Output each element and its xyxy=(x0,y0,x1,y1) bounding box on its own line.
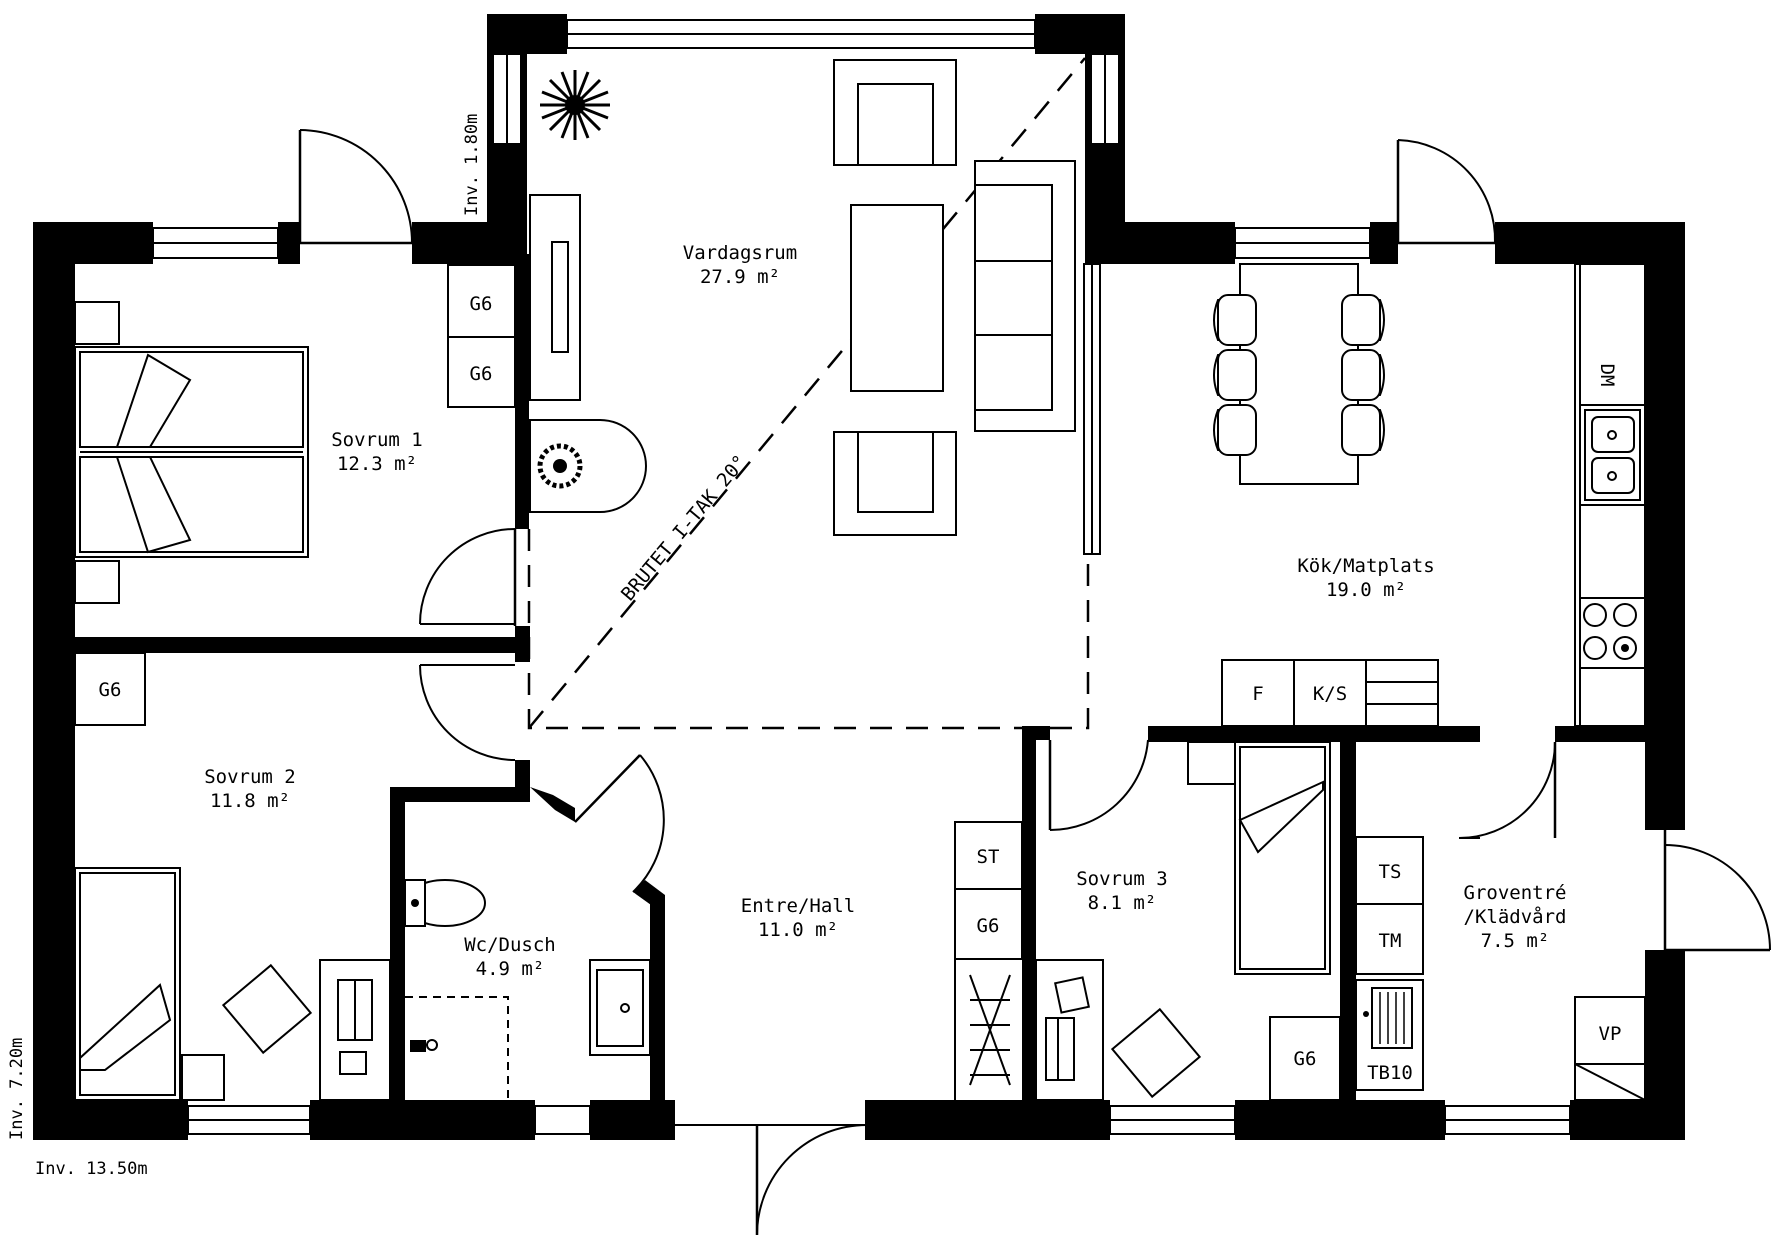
fixture-labels: G6 G6 G6 ST G6 F K/S DM TS TM TB10 G6 VP xyxy=(99,293,1622,1084)
fixture-vp: VP xyxy=(1599,1023,1622,1045)
room-labels: Vardagsrum 27.9 m² Sovrum 1 12.3 m² Sovr… xyxy=(204,242,1566,980)
living-furniture xyxy=(529,59,1101,555)
fireplace-icon xyxy=(529,419,647,513)
room-name-sovrum3: Sovrum 3 xyxy=(1076,868,1168,890)
room-area-kok: 19.0 m² xyxy=(1326,579,1406,601)
dimension-labels: Inv. 13.50m Inv. 7.20m Inv. 1.80m xyxy=(7,114,482,1179)
kitchen-furniture xyxy=(1213,263,1646,727)
room-area-sovrum2: 11.8 m² xyxy=(210,790,290,812)
fixture-g6-sovrum1-lower: G6 xyxy=(470,363,493,385)
plant-icon xyxy=(540,70,610,140)
wc-furniture xyxy=(404,879,651,1100)
fixture-g6-sovrum3: G6 xyxy=(1294,1048,1317,1070)
fixture-ks: K/S xyxy=(1313,683,1347,705)
dimension-bay: Inv. 1.80m xyxy=(462,114,482,216)
fixture-g6-sovrum2: G6 xyxy=(99,679,122,701)
fixture-ts: TS xyxy=(1379,861,1402,883)
room-name-wc: Wc/Dusch xyxy=(464,934,556,956)
exterior-walls xyxy=(33,14,1685,1140)
fixture-g6-sovrum1-upper: G6 xyxy=(470,293,493,315)
sink-icon xyxy=(1584,409,1641,501)
room-area-sovrum3: 8.1 m² xyxy=(1088,892,1157,914)
room-name-groventre: Groventré xyxy=(1464,882,1567,904)
room-area-hall: 11.0 m² xyxy=(758,919,838,941)
room-name-sovrum1: Sovrum 1 xyxy=(331,429,423,451)
sovrum1-furniture xyxy=(74,264,516,604)
fixture-tm: TM xyxy=(1379,930,1402,952)
room-name-sovrum2: Sovrum 2 xyxy=(204,766,296,788)
stove-icon xyxy=(1580,597,1645,669)
dimension-depth: Inv. 7.20m xyxy=(7,1038,27,1140)
room-area-sovrum1: 12.3 m² xyxy=(337,453,417,475)
room-area-wc: 4.9 m² xyxy=(476,958,545,980)
fixture-g6-hall: G6 xyxy=(977,915,1000,937)
dimension-width: Inv. 13.50m xyxy=(35,1159,148,1179)
sovrum3-furniture xyxy=(1035,741,1341,1101)
groventre-furniture xyxy=(1355,836,1646,1101)
fixture-st: ST xyxy=(977,846,1000,868)
fixture-tb10: TB10 xyxy=(1367,1062,1413,1084)
interior-walls xyxy=(75,254,1645,1100)
dining-chairs xyxy=(1213,294,1385,456)
room-name-groventre-line2: /Klädvård xyxy=(1464,905,1567,928)
room-name-vardagsrum: Vardagsrum xyxy=(683,242,797,264)
fixture-f: F xyxy=(1252,683,1263,705)
windows xyxy=(152,19,1571,1135)
interior-doors xyxy=(419,528,1557,893)
room-area-vardagsrum: 27.9 m² xyxy=(700,266,780,288)
room-name-kok: Kök/Matplats xyxy=(1297,555,1434,577)
sovrum2-furniture xyxy=(74,652,391,1101)
room-name-hall: Entre/Hall xyxy=(741,895,855,917)
room-area-groventre: 7.5 m² xyxy=(1481,930,1550,952)
exterior-doors xyxy=(298,129,1771,1236)
hall-furniture xyxy=(954,821,1023,1100)
fixture-dm: DM xyxy=(1596,364,1618,387)
